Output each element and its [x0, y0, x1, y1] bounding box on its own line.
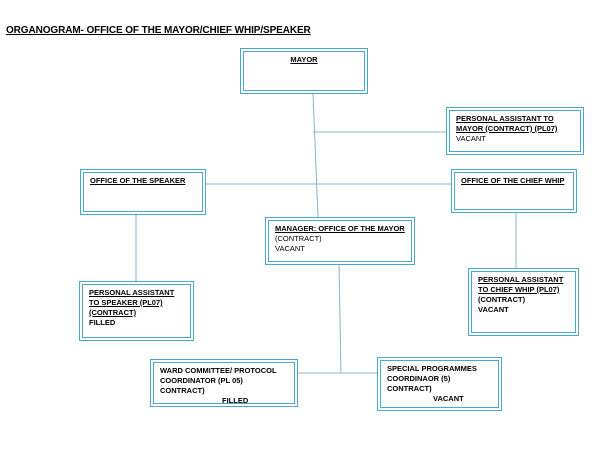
- page-title: ORGANOGRAM- OFFICE OF THE MAYOR/CHIEF WH…: [6, 25, 311, 36]
- manager-down-line: [338, 264, 342, 374]
- pa-chief-whip-contract: (CONTRACT): [478, 295, 526, 304]
- manager-box: MANAGER: OFFICE OF THE MAYOR (CONTRACT) …: [265, 217, 415, 265]
- pa-chief-whip-box: PERSONAL ASSISTANT TO CHIEF WHIP (PL07) …: [468, 268, 579, 336]
- mayor-box: MAYOR: [240, 48, 368, 94]
- manager-title: MANAGER: OFFICE OF THE MAYOR: [275, 224, 405, 233]
- special-title: SPECIAL PROGRAMMES COORDINAOR (5) CONTRA…: [387, 364, 477, 393]
- pa-speaker-status: FILLED: [89, 318, 116, 327]
- ward-status: FILLED: [222, 396, 249, 405]
- special-box: SPECIAL PROGRAMMES COORDINAOR (5) CONTRA…: [377, 357, 502, 411]
- pa-speaker-box: PERSONAL ASSISTANT TO SPEAKER (PL07) (CO…: [79, 281, 194, 341]
- pa-chief-whip-title: PERSONAL ASSISTANT TO CHIEF WHIP (PL07): [478, 275, 564, 294]
- manager-status: VACANT: [275, 244, 305, 253]
- chief-whip-box: OFFICE OF THE CHIEF WHIP: [451, 169, 577, 213]
- speaker-box: OFFICE OF THE SPEAKER: [80, 169, 206, 215]
- chief-whip-title: OFFICE OF THE CHIEF WHIP: [461, 176, 565, 185]
- ward-title: WARD COMMITTEE/ PROTOCOL COORDINATOR (PL…: [160, 366, 277, 395]
- mayor-vertical-line: [312, 93, 319, 218]
- ward-box: WARD COMMITTEE/ PROTOCOL COORDINATOR (PL…: [150, 359, 298, 407]
- pa-chief-whip-status: VACANT: [478, 305, 509, 314]
- pa-mayor-box: PERSONAL ASSISTANT TO MAYOR (CONTRACT) (…: [446, 107, 584, 155]
- special-status: VACANT: [433, 394, 464, 403]
- pa-mayor-title: PERSONAL ASSISTANT TO MAYOR (CONTRACT) (…: [456, 114, 558, 133]
- speaker-title: OFFICE OF THE SPEAKER: [90, 176, 186, 185]
- pa-mayor-status: VACANT: [456, 134, 486, 143]
- mayor-title: MAYOR: [290, 55, 318, 64]
- pa-speaker-title: PERSONAL ASSISTANT TO SPEAKER (PL07) (CO…: [89, 288, 175, 317]
- manager-contract: (CONTRACT): [275, 234, 322, 243]
